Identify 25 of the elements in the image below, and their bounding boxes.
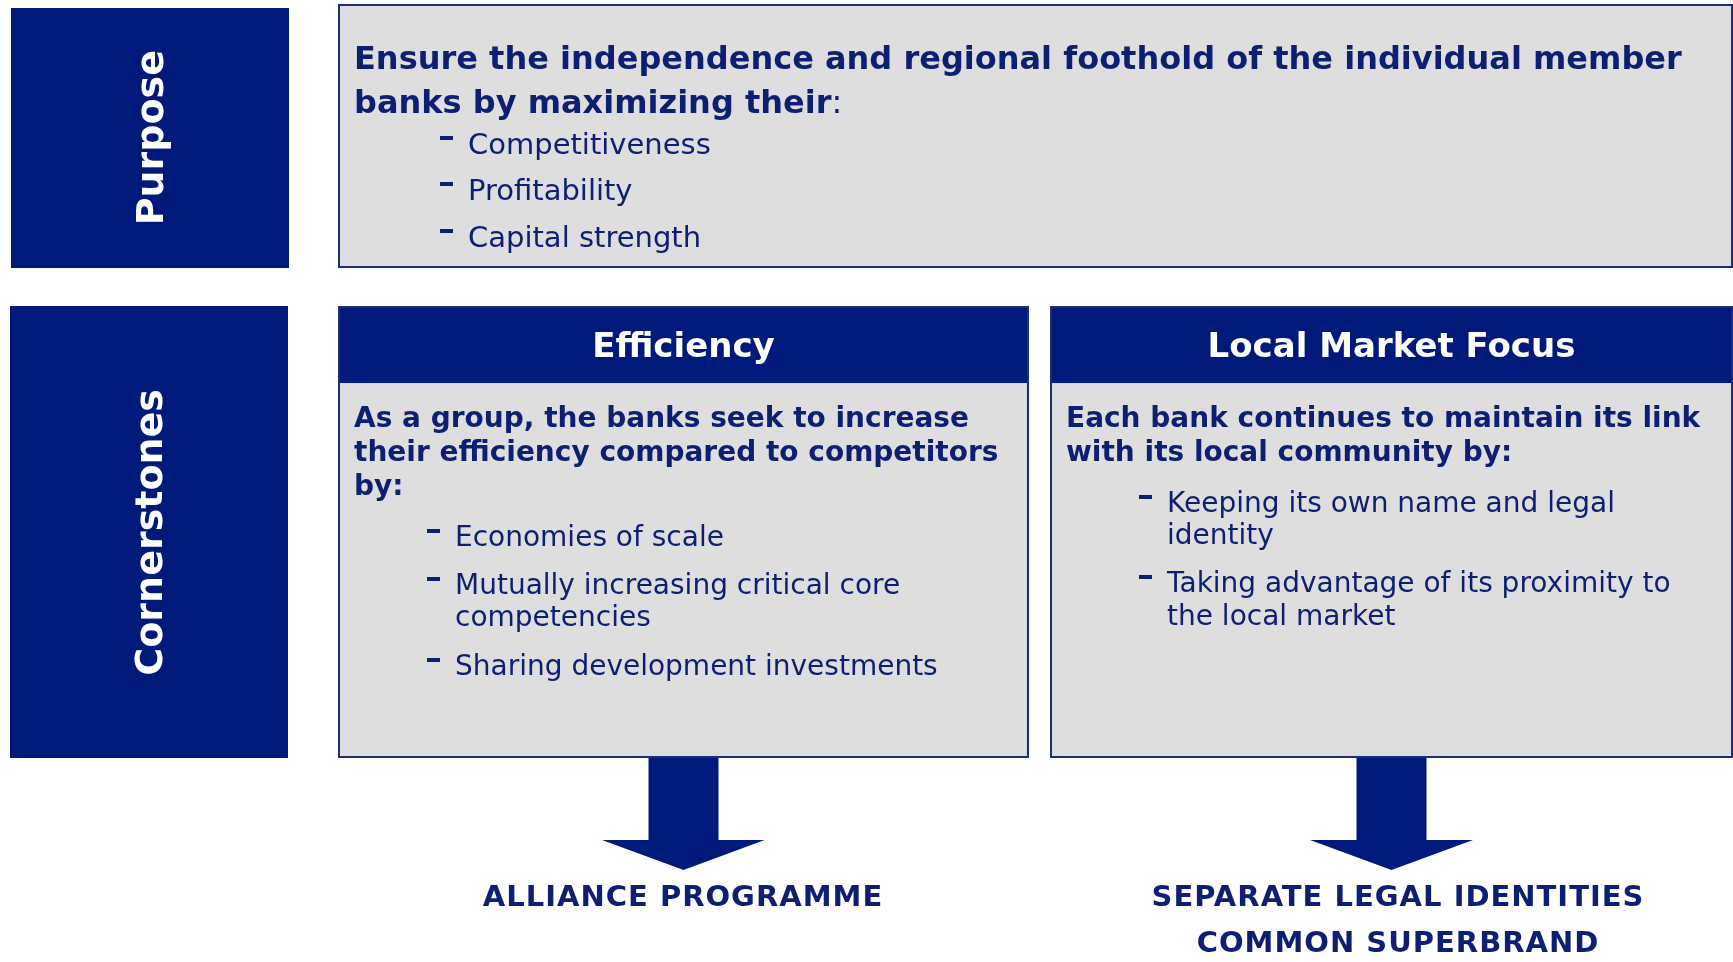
bullet-text: Capital strength — [468, 220, 703, 255]
panel-header: Efficiency — [340, 308, 1027, 383]
purpose-panel — [338, 4, 1733, 268]
bullet-text: Keeping its own name and legal identity — [1167, 487, 1616, 552]
outcome-label: SEPARATE LEGAL IDENTITIES — [1151, 878, 1645, 915]
section-label-box — [10, 306, 288, 758]
block-arrow — [602, 758, 765, 870]
block-arrow — [1310, 758, 1473, 870]
panel-intro: As a group, the banks seek to increase their efficiency compared to competitors by: — [353, 400, 1000, 503]
outcome-label: COMMON SUPERBRAND — [1196, 924, 1600, 961]
outcome-label: ALLIANCE PROGRAMME — [482, 878, 884, 915]
bullet-text: Economies of scale — [455, 521, 725, 554]
section-label-box — [11, 8, 289, 268]
bullet-text: Taking advantage of its proximity to the local market — [1167, 567, 1672, 632]
bullet-text: Mutually increasing critical core competencies — [455, 569, 902, 634]
purpose-statement: Ensure the independence and regional foothold of the individual member banks by maximizing their: — [354, 38, 1683, 123]
cornerstone-panel — [338, 306, 1029, 758]
section-label: Purpose — [131, 50, 169, 226]
bullet-text: Competitiveness — [468, 128, 712, 162]
bullet-text: Profitability — [468, 174, 634, 208]
cornerstone-panel — [1050, 306, 1733, 758]
bullet-text: Sharing development investments — [455, 649, 939, 682]
panel-header: Local Market Focus — [1052, 308, 1731, 383]
panel-intro: Each bank continues to maintain its link with its local community by: — [1065, 400, 1702, 469]
section-label: Cornerstones — [130, 388, 168, 676]
